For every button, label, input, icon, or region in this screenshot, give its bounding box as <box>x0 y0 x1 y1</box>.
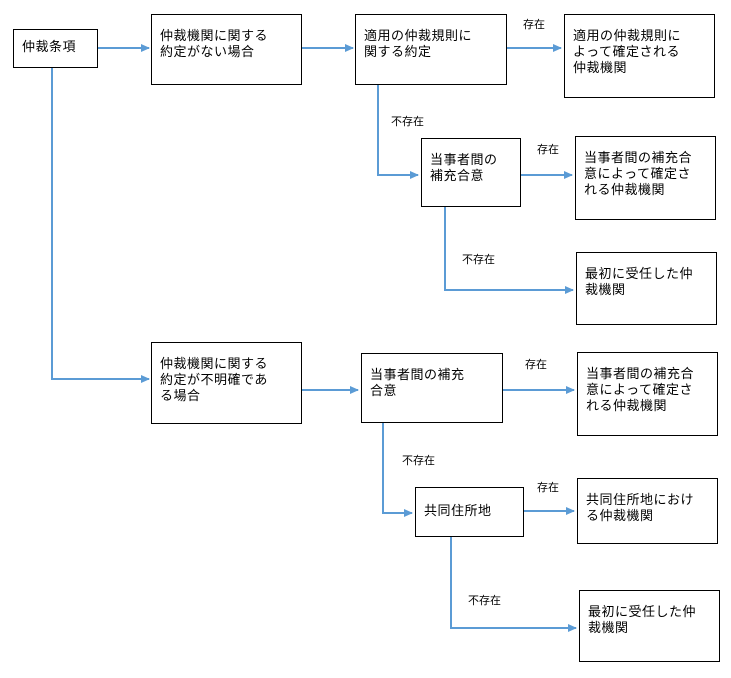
node-common-domicile: 共同住所地 <box>415 487 524 537</box>
edge-label-exists: 存在 <box>537 481 559 494</box>
edge-label-not-exists: 不存在 <box>402 454 435 467</box>
node-rules-agreement: 適用の仲裁規則に 関する約定 <box>355 14 507 85</box>
node-supplement-2-result: 当事者間の補充合 意によって確定さ れる仲裁機関 <box>577 352 718 436</box>
node-supplement-1: 当事者間の 補充合意 <box>421 138 521 207</box>
arrow-supplement-1-to-first <box>444 207 574 294</box>
arrow-supplement-2-to-domicile <box>382 423 413 517</box>
node-supplement-1-result: 当事者間の補充合 意によって確定さ れる仲裁機関 <box>575 136 716 220</box>
edge-label-exists: 存在 <box>525 358 547 371</box>
edge-label-exists: 存在 <box>523 18 545 31</box>
edge-label-not-exists: 不存在 <box>462 253 495 266</box>
edge-label-not-exists: 不存在 <box>468 594 501 607</box>
node-first-accepted-2: 最初に受任した仲 裁機関 <box>579 590 720 662</box>
node-first-accepted-1: 最初に受任した仲 裁機関 <box>576 252 717 325</box>
node-no-agreement: 仲裁機関に関する 約定がない場合 <box>151 14 302 85</box>
node-root: 仲裁条項 <box>13 29 98 68</box>
node-supplement-2: 当事者間の補充 合意 <box>361 353 503 423</box>
arrow-root-to-unclear <box>51 68 150 383</box>
arrow-rules-to-supplement-1 <box>377 85 419 179</box>
arrow-domicile-to-first <box>450 537 577 632</box>
edge-label-exists: 存在 <box>537 143 559 156</box>
node-common-domicile-result: 共同住所地におけ る仲裁機関 <box>577 478 718 544</box>
node-unclear: 仲裁機関に関する 約定が不明確であ る場合 <box>151 342 302 424</box>
node-rules-institution: 適用の仲裁規則に よって確定される 仲裁機関 <box>564 14 715 98</box>
edge-label-not-exists: 不存在 <box>391 115 424 128</box>
